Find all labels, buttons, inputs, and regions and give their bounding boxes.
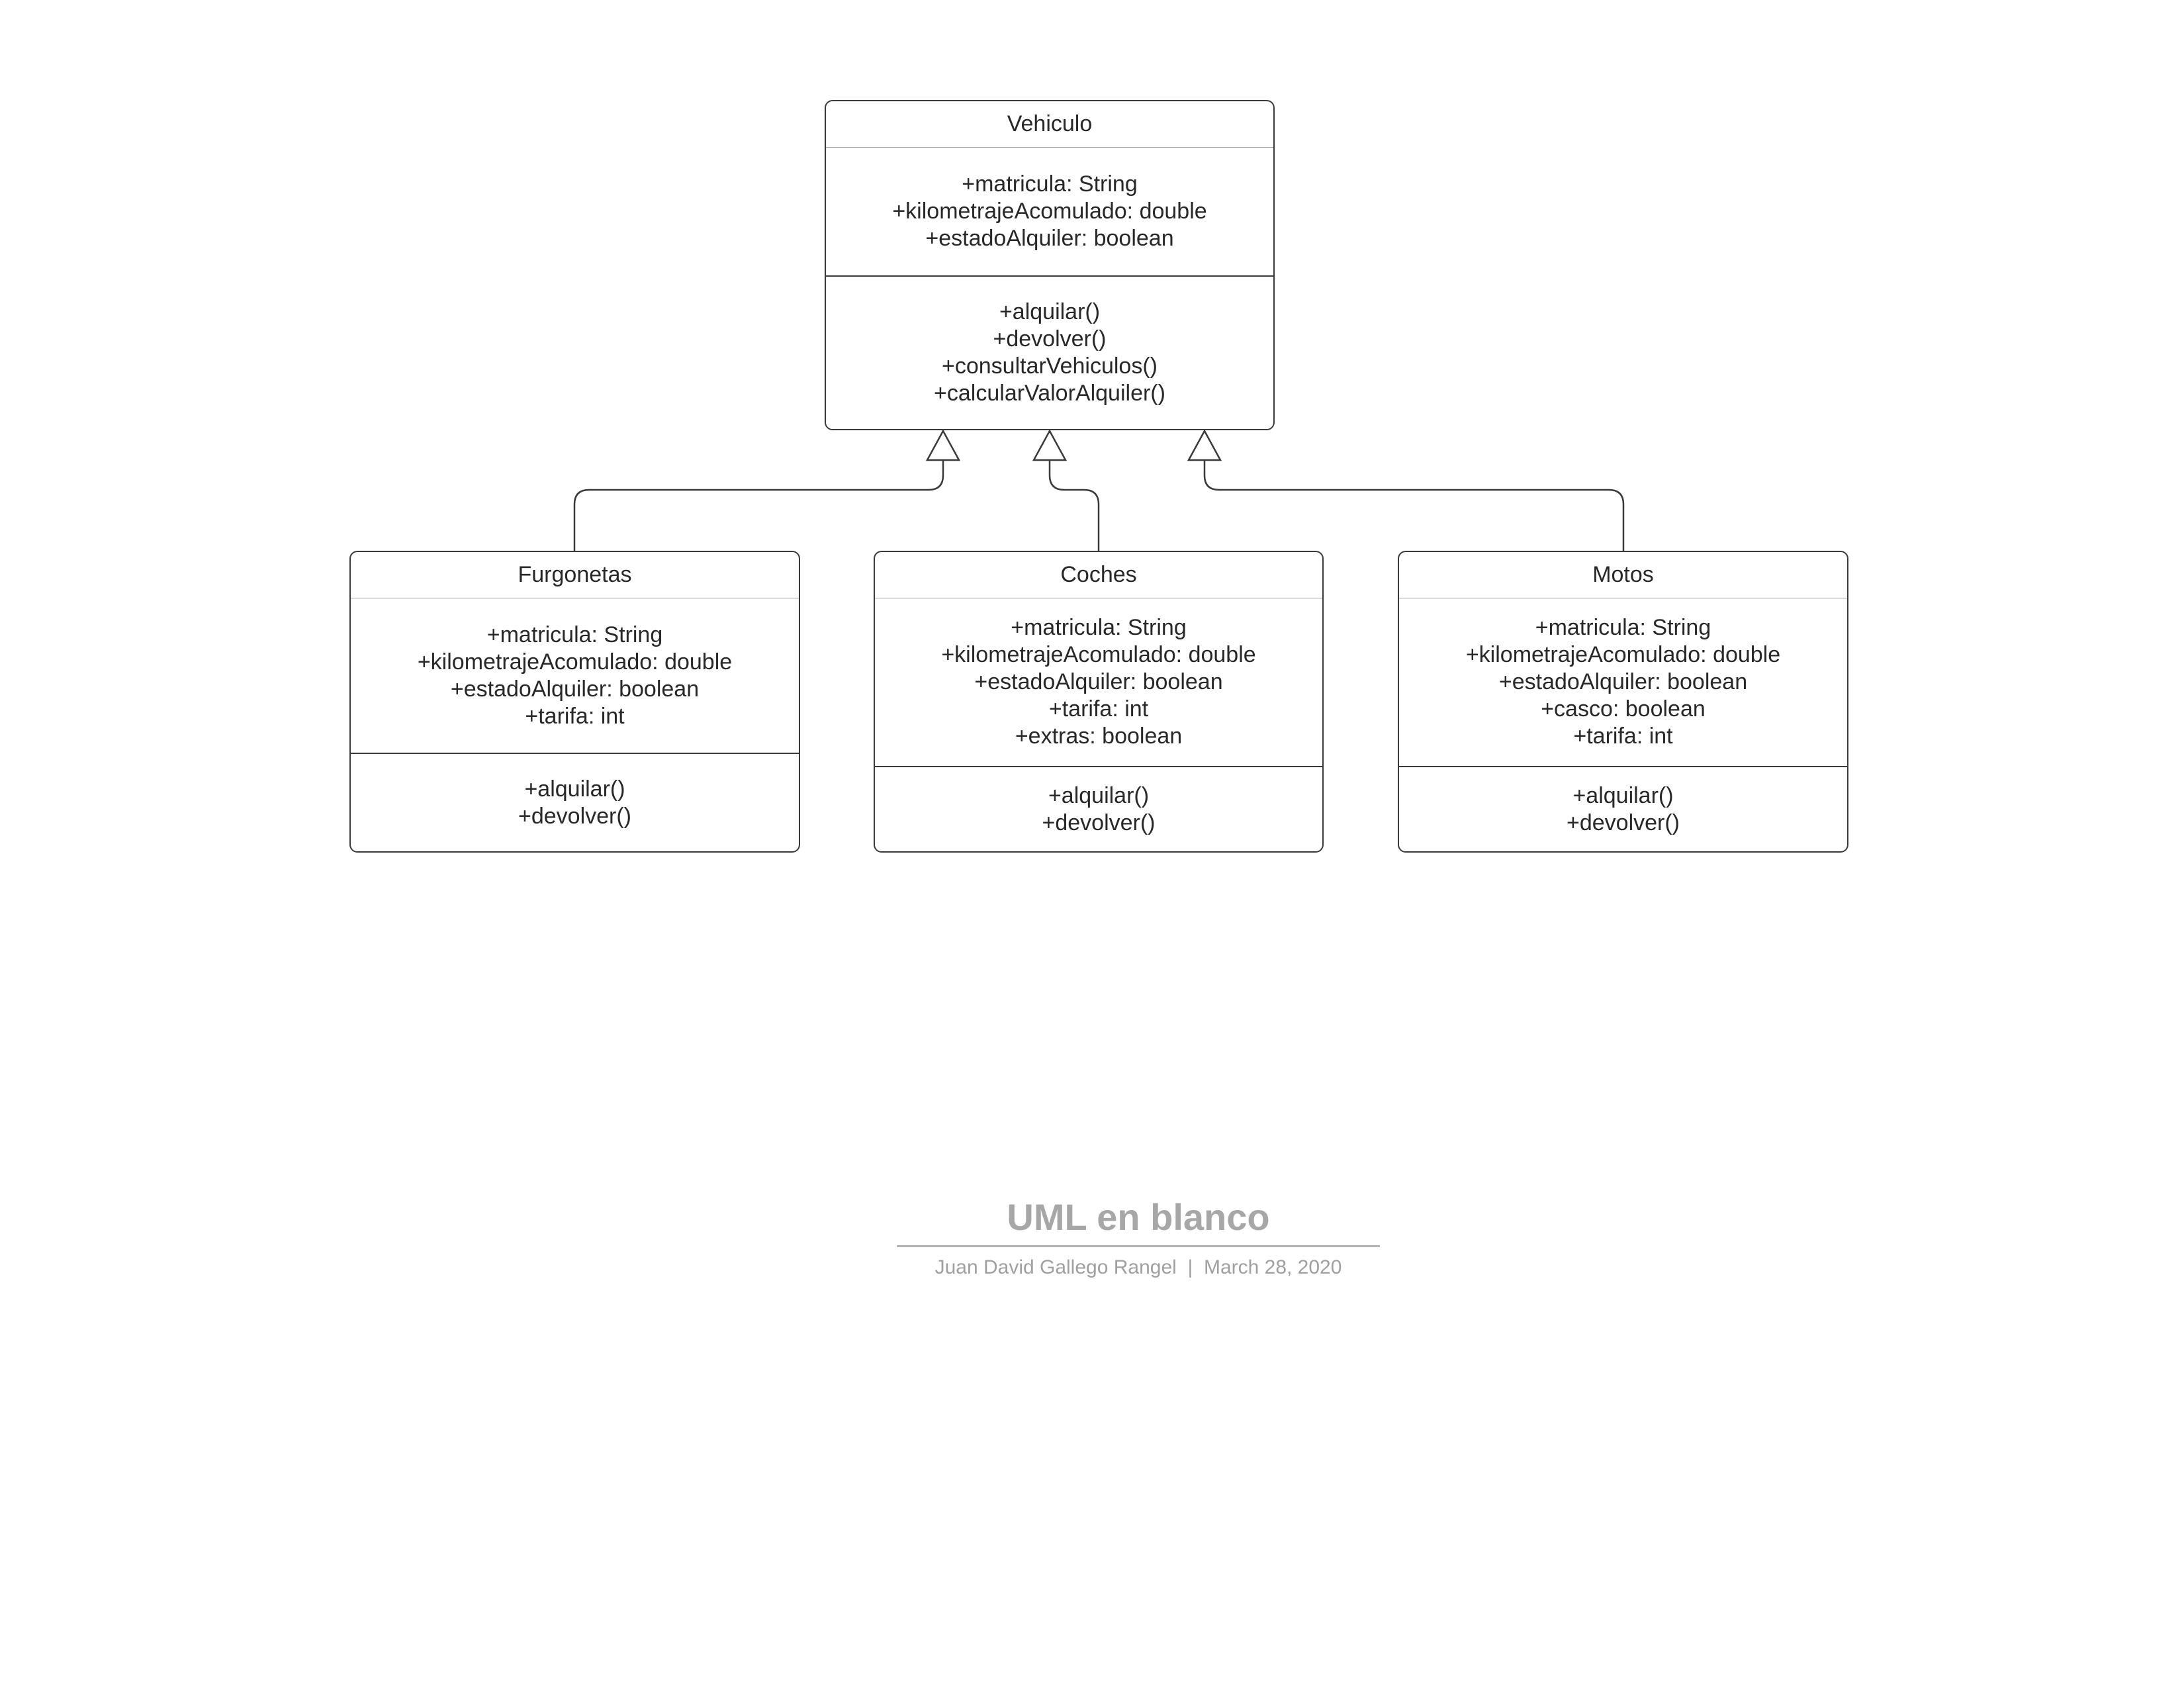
attributes-section: +matricula: String +kilometrajeAcomulado… bbox=[826, 148, 1273, 277]
attribute: +tarifa: int bbox=[525, 703, 625, 729]
attributes-section: +matricula: String +kilometrajeAcomulado… bbox=[351, 598, 799, 754]
method: +devolver() bbox=[518, 803, 631, 829]
title-divider bbox=[897, 1245, 1380, 1247]
class-name: Motos bbox=[1399, 552, 1847, 598]
methods-section: +alquilar() +devolver() bbox=[351, 754, 799, 851]
methods-section: +alquilar() +devolver() bbox=[875, 767, 1322, 851]
method: +calcularValorAlquiler() bbox=[934, 381, 1165, 406]
attribute: +casco: boolean bbox=[1541, 696, 1706, 722]
attribute: +matricula: String bbox=[1535, 615, 1711, 640]
author: Juan David Gallego Rangel bbox=[934, 1256, 1177, 1278]
edge-furgonetas-vehiculo bbox=[573, 460, 944, 552]
class-name: Vehiculo bbox=[826, 101, 1273, 148]
inheritance-arrowhead bbox=[925, 429, 961, 461]
class-motos[interactable]: Motos +matricula: String +kilometrajeAco… bbox=[1398, 551, 1848, 853]
method: +alquilar() bbox=[524, 776, 625, 802]
diagram-meta: Juan David Gallego Rangel | March 28, 20… bbox=[897, 1256, 1380, 1279]
inheritance-arrowhead bbox=[1032, 429, 1068, 461]
inheritance-arrowhead bbox=[1187, 429, 1222, 461]
method: +devolver() bbox=[1566, 810, 1680, 835]
class-name: Coches bbox=[875, 552, 1322, 598]
attribute: +extras: boolean bbox=[1015, 724, 1183, 749]
class-name: Furgonetas bbox=[351, 552, 799, 598]
date: March 28, 2020 bbox=[1203, 1256, 1342, 1278]
attribute: +matricula: String bbox=[486, 622, 663, 647]
title-block: UML en blanco Juan David Gallego Rangel … bbox=[897, 1195, 1380, 1279]
edge-coches-vehiculo bbox=[1048, 460, 1100, 552]
attribute: +matricula: String bbox=[962, 171, 1138, 197]
attribute: +estadoAlquiler: boolean bbox=[925, 226, 1174, 251]
attribute: +estadoAlquiler: boolean bbox=[450, 676, 700, 702]
attribute: +kilometrajeAcomulado: double bbox=[417, 649, 733, 675]
separator: | bbox=[1187, 1256, 1193, 1278]
edge-motos-vehiculo bbox=[1203, 460, 1625, 552]
class-coches[interactable]: Coches +matricula: String +kilometrajeAc… bbox=[874, 551, 1324, 853]
attributes-section: +matricula: String +kilometrajeAcomulado… bbox=[1399, 598, 1847, 767]
attribute: +estadoAlquiler: boolean bbox=[974, 669, 1223, 694]
attribute: +kilometrajeAcomulado: double bbox=[941, 642, 1256, 667]
class-furgonetas[interactable]: Furgonetas +matricula: String +kilometra… bbox=[349, 551, 800, 853]
attribute: +kilometrajeAcomulado: double bbox=[1465, 642, 1781, 667]
methods-section: +alquilar() +devolver() bbox=[1399, 767, 1847, 851]
methods-section: +alquilar() +devolver() +consultarVehicu… bbox=[826, 277, 1273, 429]
method: +devolver() bbox=[1042, 810, 1156, 835]
method: +alquilar() bbox=[1572, 782, 1674, 808]
diagram-title: UML en blanco bbox=[1007, 1196, 1270, 1238]
method: +alquilar() bbox=[999, 299, 1101, 324]
attribute: +matricula: String bbox=[1011, 615, 1187, 640]
attribute: +tarifa: int bbox=[1573, 724, 1673, 749]
class-vehiculo[interactable]: Vehiculo +matricula: String +kilometraje… bbox=[825, 100, 1275, 430]
attribute: +estadoAlquiler: boolean bbox=[1498, 669, 1748, 694]
method: +alquilar() bbox=[1048, 782, 1150, 808]
attribute: +tarifa: int bbox=[1048, 696, 1149, 722]
method: +consultarVehiculos() bbox=[941, 353, 1158, 379]
attribute: +kilometrajeAcomulado: double bbox=[892, 199, 1207, 224]
attributes-section: +matricula: String +kilometrajeAcomulado… bbox=[875, 598, 1322, 767]
method: +devolver() bbox=[993, 326, 1107, 352]
